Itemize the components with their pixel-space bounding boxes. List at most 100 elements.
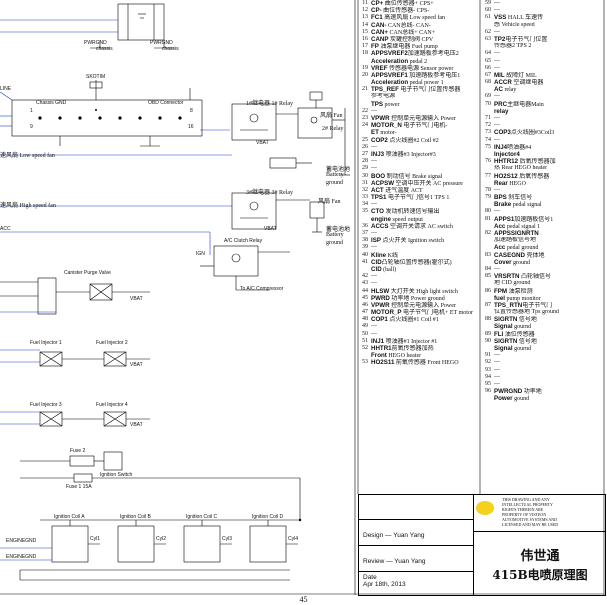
notice-line-2: INTELLECTUAL PROPERTY (502, 502, 553, 507)
pin-number: 70 (485, 100, 491, 107)
ignition-coil-d-label: Ignition Coil D (252, 514, 284, 520)
fuel-injector-1-label: Fuel Injector 1 (30, 340, 62, 346)
pin-description: 传感器2 TPS 2 (494, 43, 532, 50)
pin-row: 26— (358, 144, 480, 151)
pin-row: Cover ground (481, 259, 604, 266)
pin-description: ACT 进气温度 ACT (371, 186, 423, 194)
pin-number: 66 (485, 64, 491, 71)
pin-number (481, 323, 494, 330)
review-row: Review — Yuan Yang (359, 545, 473, 571)
pin-number (358, 101, 371, 108)
pin-row: 91— (481, 352, 604, 359)
pin-number: 11 (362, 0, 368, 6)
pin-description: relay (494, 107, 509, 115)
pin-description: ACPSW 空调中压开关 AC pressure (371, 179, 463, 187)
pin-description: — (494, 352, 500, 359)
pin-number: 26 (362, 143, 368, 150)
pin-number: 83 (485, 251, 491, 258)
pin-description: TPS power (371, 100, 400, 108)
fan-1-label: 风扇 Fan (318, 199, 341, 205)
pin-number: 88 (485, 316, 491, 323)
pin-description: COP2 点火线圈#2 Coil #2 (371, 136, 439, 144)
vbat-label-4: VBAT (130, 362, 143, 368)
pin-number (481, 259, 494, 266)
pin-description: — (494, 115, 500, 121)
pin-description: HO2S11 前氧传感器 Front HEGO (371, 359, 459, 367)
pin-number: 73 (485, 129, 491, 136)
pin-number: 69 (485, 93, 491, 100)
ownership-notice: THIS DRAWING AND ANY INTELLECTUAL PROPER… (473, 495, 605, 531)
pin-number (481, 22, 494, 29)
pin-row: AC relay (481, 86, 604, 93)
pin-description: BPS 刹车信号 (494, 194, 533, 202)
pin-number: 77 (485, 172, 491, 179)
pin-number: 96 (485, 388, 491, 395)
pin-description: — (494, 7, 500, 14)
pin-number: 95 (485, 380, 491, 387)
pin-description: APPS1加速踏板信号1 (494, 215, 554, 223)
high-speed-fan-label: 速风扇 High speed fan (0, 203, 56, 209)
pin-number: 64 (485, 50, 491, 57)
pin-number: 22 (362, 107, 368, 114)
pin-row: 92— (481, 359, 604, 366)
pin-description: engine speed output (371, 215, 423, 223)
pin-row: 93— (481, 367, 604, 374)
pin-description: 热 Rear HEGO heater (494, 165, 548, 172)
pin-number: 28 (362, 158, 368, 165)
pin-number: 30 (362, 172, 368, 179)
pin-number: 34 (362, 201, 368, 208)
pin-number (358, 58, 371, 65)
pin-description: AC relay (494, 86, 517, 94)
pin-row: 95— (481, 381, 604, 388)
pin-number: 35 (362, 208, 368, 215)
pin-description: HO2S12 后氧传感器 (494, 172, 550, 180)
pin-number (481, 43, 494, 50)
pin-number (481, 180, 494, 187)
pin-description: APPSVREF2加速踏板参考电压2 (371, 50, 459, 58)
low-speed-fan-label: 速风扇 Low speed fan (0, 153, 55, 159)
pin-number: 71 (485, 115, 491, 121)
pin-row: 28— (358, 158, 480, 165)
pin-description: MOTOR_P 电子节气门电机+ ET motor (371, 309, 473, 317)
pin-description: APPSSIGNRTN (494, 230, 539, 237)
pin-number (481, 108, 494, 115)
pin-row: 59— (481, 0, 604, 7)
pin-row: 66— (481, 65, 604, 72)
pin-number (481, 395, 494, 402)
pin-description: — (494, 366, 500, 373)
pin-number: 18 (362, 50, 368, 57)
pin-description: — (494, 50, 500, 57)
pin-description: COP1 点火线圈#1 Coil #1 (371, 316, 439, 324)
pin-description: Signal gournd (494, 345, 532, 352)
pin-description: INJ3 喷油器#3 Injector#3 (371, 150, 436, 158)
pin-number: 29 (362, 165, 368, 172)
pin-row: TPS power (358, 101, 480, 108)
title-block: THIS DRAWING AND ANY INTELLECTUAL PROPER… (358, 494, 606, 596)
company-name: 伟世通 (520, 549, 560, 564)
pin-number: 46 (362, 301, 368, 308)
pin-description: — (371, 165, 377, 172)
pin-number: 49 (362, 323, 368, 330)
pin-description: CANP 炭罐控制阀 CPV (371, 35, 434, 43)
pin-number (358, 79, 371, 86)
pin-description: APPSVREF1 加速踏板参考电压1 (371, 71, 461, 79)
vbat-label-1: VBAT (256, 140, 269, 146)
pin-row: 43— (358, 280, 480, 287)
pin-number: 61 (485, 14, 491, 21)
acc-label: ACC (0, 226, 11, 232)
